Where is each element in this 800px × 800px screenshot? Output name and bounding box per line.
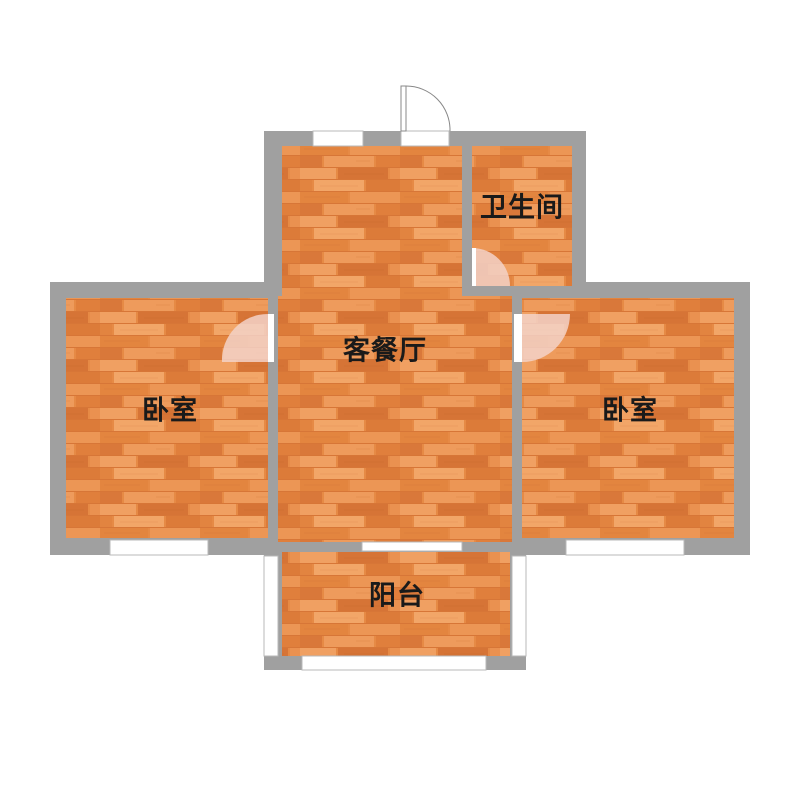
entrance-door <box>400 85 451 147</box>
windows <box>109 130 685 671</box>
room-label-balcony: 阳台 <box>369 580 425 612</box>
wall-partition-bath <box>462 146 472 290</box>
door-leaf-bathroom <box>472 248 476 286</box>
window-balcony-left <box>263 555 279 657</box>
window-balcony-right <box>511 555 527 657</box>
room-label-bedroom-left: 卧室 <box>142 395 198 427</box>
floor-living <box>278 296 512 542</box>
room-label-bedroom-right: 卧室 <box>602 395 658 427</box>
interior-doors <box>221 248 570 362</box>
door-swing-bathroom <box>472 248 510 286</box>
door-leaf-bedroom-left <box>268 314 274 362</box>
entrance-door-leaf <box>400 85 407 132</box>
wall-partition-right <box>512 296 522 542</box>
window-right-bedroom <box>565 539 685 556</box>
floor-balcony <box>282 552 510 656</box>
wall-partition-bath-bottom <box>472 286 572 296</box>
window-balcony-bottom <box>301 655 487 671</box>
door-swing-bedroom-left <box>221 313 268 362</box>
room-label-bathroom: 卫生间 <box>480 192 564 224</box>
door-swing-bedroom-right <box>522 314 570 362</box>
floor-upper <box>282 146 462 296</box>
entrance-door-swing <box>405 85 451 132</box>
wall-partition-left <box>268 296 278 542</box>
window-left-bedroom <box>109 539 209 556</box>
door-leaf-bedroom-right <box>514 314 522 362</box>
entrance-opening <box>400 130 450 147</box>
window-top <box>312 130 364 147</box>
room-label-living-dining: 客餐厅 <box>343 335 427 367</box>
sliding-door-balcony <box>361 541 463 552</box>
